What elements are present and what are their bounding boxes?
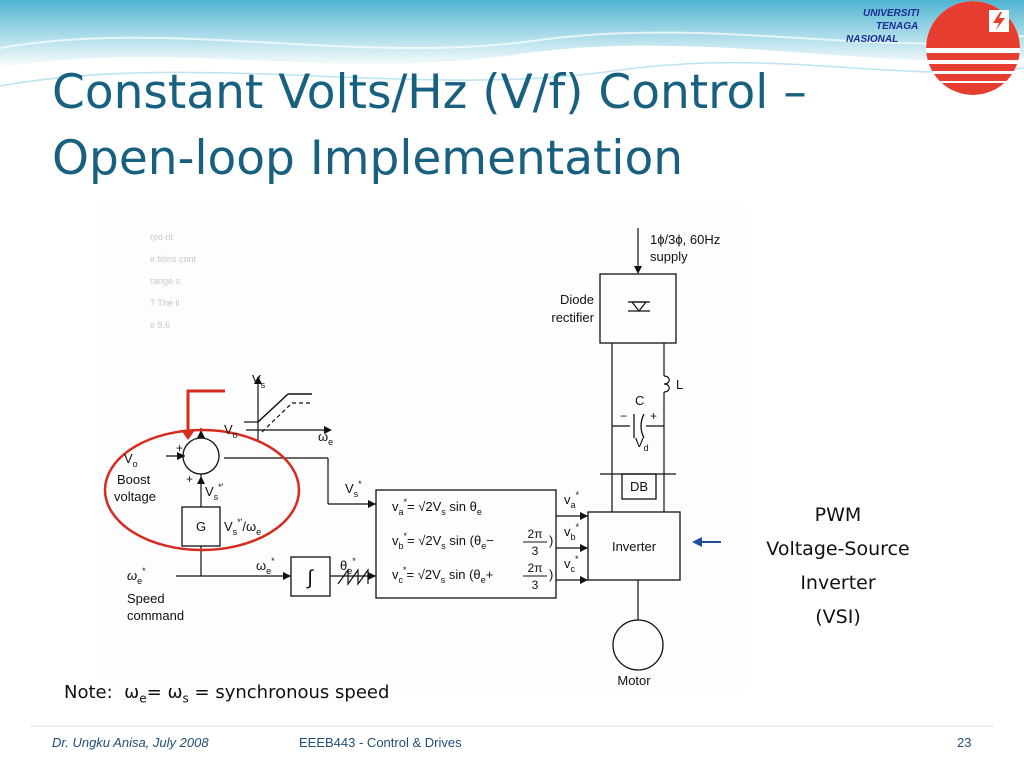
inverter-label: Inverter <box>612 539 657 554</box>
integrator-block <box>290 556 331 597</box>
supply-label-2: supply <box>650 249 688 264</box>
capacitor-label: C <box>635 393 644 408</box>
gain-label: G <box>196 519 206 534</box>
vsi-arrowhead <box>692 537 702 547</box>
dc-voltage-label: Vd <box>635 435 649 453</box>
rectifier-label-1: Diode <box>560 292 594 307</box>
vsi-label: PWM Voltage-Source Inverter (VSI) <box>740 498 936 634</box>
synchronous-speed-note: Note: ωe= ωs = synchronous speed <box>64 682 389 706</box>
motor-symbol <box>612 619 664 671</box>
boost-label-1: Boost <box>117 472 151 487</box>
db-box <box>621 473 657 500</box>
faded-background-text: rpo nt e tions cont range s 7 The ll e 8… <box>150 232 197 330</box>
university-logo: UNIVERSITI TENAGA NASIONAL <box>846 1 1020 95</box>
rectifier-label-2: rectifier <box>551 310 594 325</box>
svg-text:rpo nt: rpo nt <box>150 232 174 242</box>
highlight-annotation <box>103 389 301 552</box>
header-wave-line <box>0 31 1024 49</box>
vs-star-prime-label: Vs*′ <box>205 482 224 502</box>
inverter-box <box>587 511 681 581</box>
wires <box>166 228 721 620</box>
logo-line3: NASIONAL <box>846 34 898 45</box>
header-wave-line-2 <box>0 61 1024 87</box>
svg-text:7 The ll: 7 The ll <box>150 298 179 308</box>
equation-b-close: ) <box>549 533 553 548</box>
speed-command-label-2: command <box>127 608 184 623</box>
footer-course: EEEB443 - Control & Drives <box>299 735 462 750</box>
vf-control-block-diagram: rpo nt e tions cont range s 7 The ll e 8… <box>100 205 745 690</box>
note-equals: = <box>146 682 162 703</box>
note-sub-e: e <box>139 691 147 706</box>
header-wave <box>0 0 1024 68</box>
equation-b-numerator: 2π <box>528 527 543 541</box>
footer-page-number: 23 <box>957 735 972 750</box>
v0-input-label: Vo <box>124 451 138 469</box>
vs-star-label: Vs* <box>345 479 362 499</box>
motor-label: Motor <box>617 673 651 688</box>
output-b-label: vb* <box>564 522 580 542</box>
theta-star-label: θe* <box>340 556 356 576</box>
vs-axis-label: Vs <box>252 372 266 390</box>
logo-line2: TENAGA <box>876 21 918 32</box>
vsi-label-line-2: Voltage-Source <box>766 538 910 560</box>
lightning-icon <box>989 10 1009 32</box>
summing-junction <box>182 437 220 475</box>
sine-generator-block <box>375 489 557 599</box>
output-a-label: va* <box>564 490 580 510</box>
equation-c: vc*= √2Vs sin (θe+ <box>392 565 493 585</box>
note-omega-e: ω <box>124 682 140 703</box>
rectifier-box <box>599 273 677 344</box>
arrowheads <box>177 266 642 584</box>
logo-line1: UNIVERSITI <box>863 8 919 19</box>
vsi-label-line-4: (VSI) <box>815 606 861 628</box>
inductor-label: L <box>676 377 683 392</box>
equation-c-numerator: 2π <box>528 561 543 575</box>
diagram-labels: 1ϕ/3ϕ, 60Hz supply Diode rectifier L C −… <box>114 232 720 688</box>
note-prefix: Note: <box>64 682 113 703</box>
note-suffix: = synchronous speed <box>194 682 390 703</box>
svg-text:e 8.6: e 8.6 <box>150 320 170 330</box>
boost-label-2: voltage <box>114 489 156 504</box>
note-omega-s: ω <box>167 682 183 703</box>
output-c-label: vc* <box>564 554 579 574</box>
speed-command-label-1: Speed <box>127 591 165 606</box>
gain-ratio-label: Vs*′/ωe <box>224 517 261 537</box>
speed-command-symbol: ωe* <box>127 566 146 586</box>
db-label: DB <box>630 479 648 494</box>
equation-b-denominator: 3 <box>532 544 539 558</box>
integrator-symbol: ∫ <box>306 567 314 589</box>
slide-title: Constant Volts/Hz (V/f) Control – Open-l… <box>52 60 807 192</box>
capacitor-plus: + <box>650 409 657 423</box>
equation-a: va*= √2Vs sin θe <box>392 497 482 517</box>
capacitor-minus: − <box>620 409 627 423</box>
we-axis-label: ωe <box>318 429 333 447</box>
v0-axis-label: Vo <box>224 422 238 440</box>
equation-c-close: ) <box>549 567 553 582</box>
sum-plus-top: + <box>176 441 183 455</box>
title-line-2: Open-loop Implementation <box>52 131 684 186</box>
we-star-label: ωe* <box>256 556 275 576</box>
svg-text:e tions cont: e tions cont <box>150 254 197 264</box>
equation-b: vb*= √2Vs sin (θe− <box>392 531 494 551</box>
gain-block <box>181 506 221 547</box>
capacitor-plate-right <box>640 413 645 439</box>
vsi-label-line-3: Inverter <box>800 572 876 594</box>
sum-plus-bottom: + <box>186 472 193 486</box>
title-line-1: Constant Volts/Hz (V/f) Control – <box>52 65 807 120</box>
blocks <box>181 273 681 671</box>
vsi-label-line-1: PWM <box>814 504 862 526</box>
note-sub-s: s <box>182 691 189 706</box>
svg-text:range s: range s <box>150 276 181 286</box>
supply-label-1: 1ϕ/3ϕ, 60Hz <box>650 232 720 247</box>
equation-c-denominator: 3 <box>532 578 539 592</box>
footer-author: Dr. Ungku Anisa, July 2008 <box>52 735 209 750</box>
